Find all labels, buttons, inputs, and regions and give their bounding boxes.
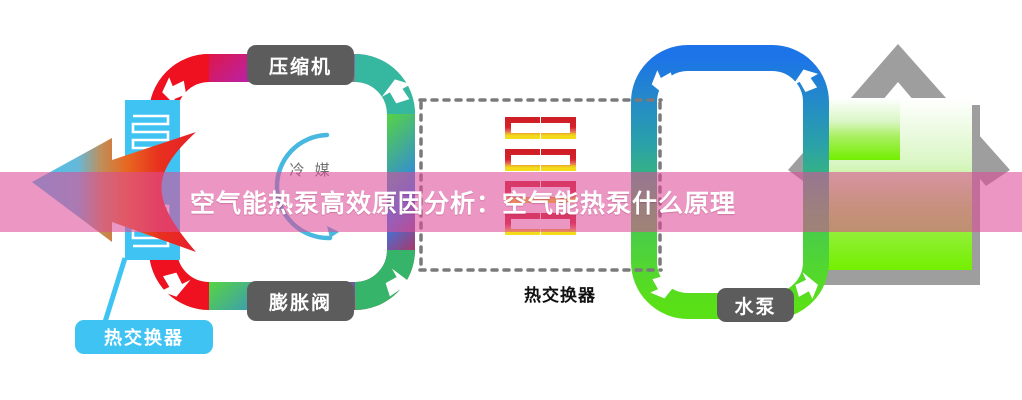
left-heat-exchanger-label: 热交换器	[75, 320, 213, 354]
compressor-label: 压缩机	[247, 45, 354, 85]
heat-exchanger-dotted-box	[418, 98, 663, 272]
left-exchanger-callout-line	[102, 257, 128, 323]
middle-heat-exchanger-label: 热交换器	[524, 285, 596, 305]
water-circuit-loop	[631, 45, 829, 319]
refrigerant-loop-pipe	[149, 54, 415, 310]
refrigerant-label: 冷 媒	[289, 161, 333, 179]
water-pump-label: 水泵	[717, 288, 794, 322]
expansion-valve-label: 膨胀阀	[247, 281, 354, 321]
middle-exchanger-coil	[505, 115, 576, 255]
refrigerant-circuit-loop	[149, 54, 415, 310]
refrigerant-arc-arrow	[274, 132, 339, 241]
water-loop-pipe	[631, 45, 829, 319]
water-flow-arrows	[650, 69, 819, 300]
refrigerant-flow-arrows	[160, 77, 411, 298]
